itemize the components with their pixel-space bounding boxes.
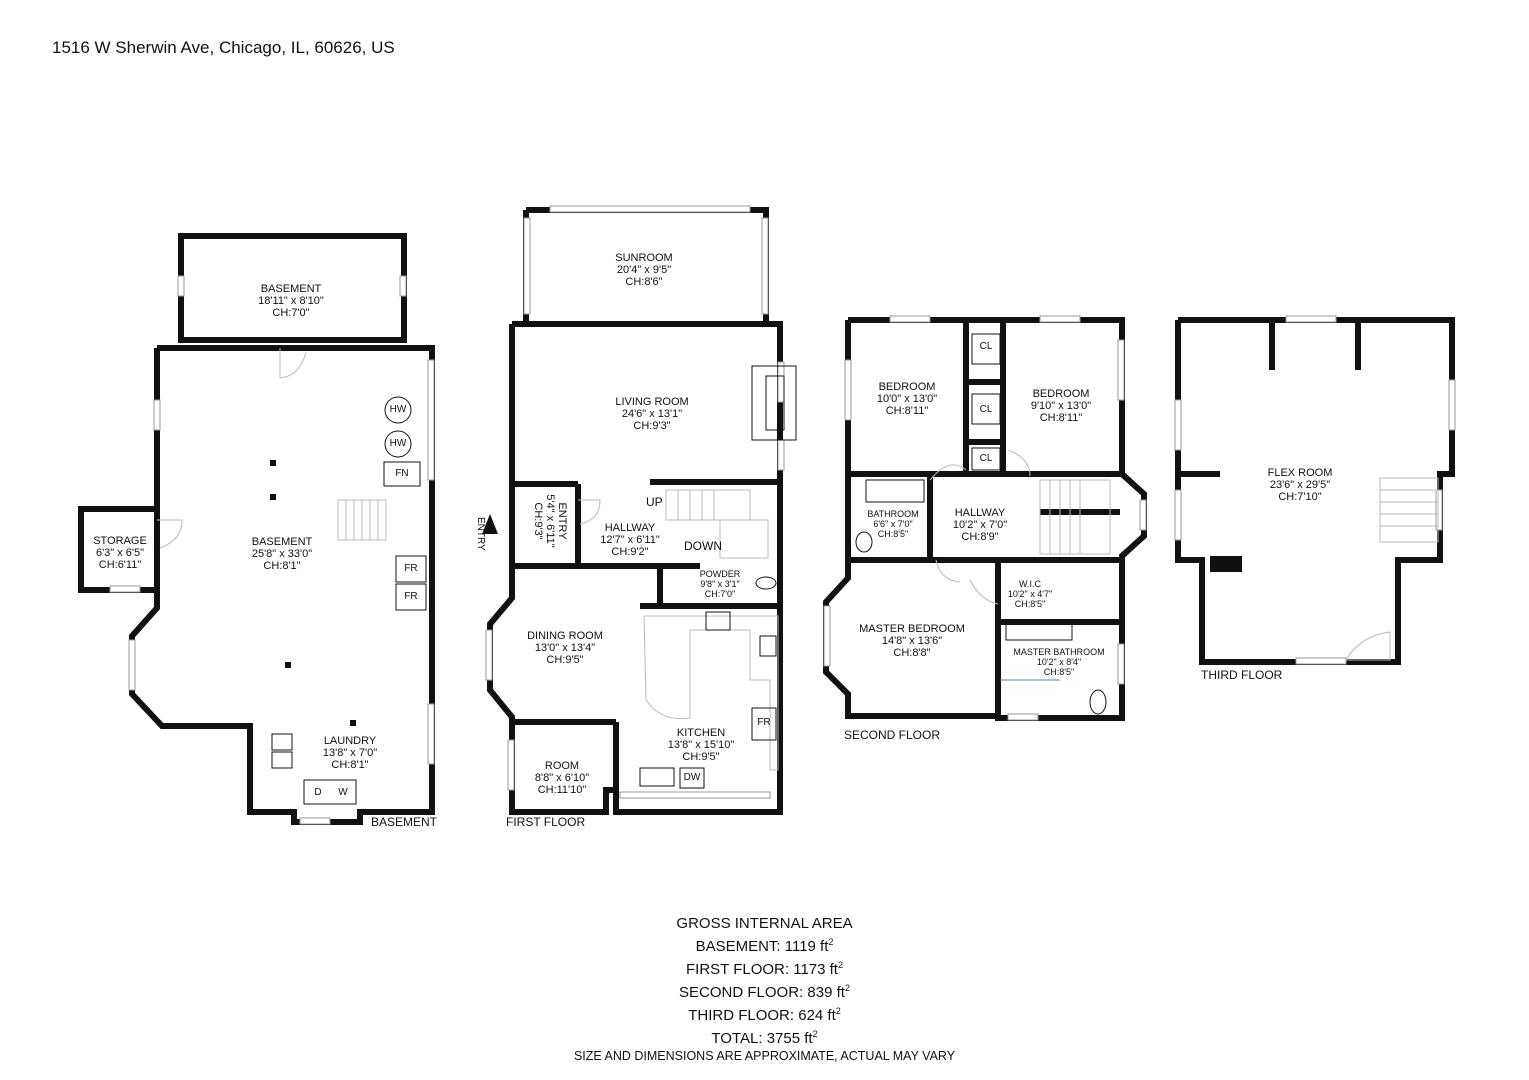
room-label-dining: DINING ROOM 13'0" x 13'4" CH:9'5" bbox=[527, 630, 603, 666]
room-label-master-bathroom: MASTER BATHROOM 10'2" x 8'4" CH:8'5" bbox=[1013, 647, 1105, 677]
area-heading: GROSS INTERNAL AREA bbox=[676, 915, 853, 932]
closet-2-label: CL bbox=[979, 404, 993, 415]
dryer-label: D bbox=[314, 787, 322, 798]
room-label-flex: FLEX ROOM 23'6" x 29'5" CH:7'10" bbox=[1267, 467, 1333, 503]
area-line-first-floor: FIRST FLOOR: 1173 ft2 bbox=[685, 960, 843, 978]
dishwasher-label: DW bbox=[683, 772, 701, 783]
furnace-label: FN bbox=[395, 468, 409, 479]
closet-1-label: CL bbox=[979, 341, 993, 352]
room-label-bedroom-1: BEDROOM 10'0" x 13'0" CH:8'11" bbox=[876, 381, 938, 417]
first-floor-walls bbox=[487, 321, 783, 815]
room-label-storage: STORAGE 6'3" x 6'5" CH:6'11" bbox=[93, 535, 147, 571]
fridge-1-label: FR bbox=[404, 563, 418, 574]
room-label-room: ROOM 8'8" x 6'10" CH:11'10" bbox=[534, 760, 590, 796]
room-label-powder: POWDER 9'8" x 3'1" CH:7'0" bbox=[699, 569, 741, 599]
area-line-third-floor: THIRD FLOOR: 624 ft2 bbox=[688, 1006, 841, 1024]
floor-label-first: FIRST FLOOR bbox=[506, 815, 586, 829]
gross-internal-area-summary: GROSS INTERNAL AREA BASEMENT: 1119 ft2 F… bbox=[0, 914, 1529, 1064]
room-label-bathroom: BATHROOM 6'6" x 7'0" CH:8'5" bbox=[867, 509, 919, 539]
room-label-master-bedroom: MASTER BEDROOM 14'8" x 13'6" CH:8'8" bbox=[859, 623, 965, 659]
area-line-second-floor: SECOND FLOOR: 839 ft2 bbox=[679, 983, 850, 1001]
floor-label-third: THIRD FLOOR bbox=[1201, 668, 1283, 682]
closet-3-label: CL bbox=[979, 453, 993, 464]
hw-circle-2 bbox=[384, 430, 412, 458]
fridge-2-label: FR bbox=[404, 591, 418, 602]
washer-label: W bbox=[338, 787, 348, 798]
room-label-hallway-first: HALLWAY 12'7" x 6'11" CH:9'2" bbox=[600, 522, 660, 558]
entry-arrow bbox=[482, 514, 498, 534]
room-label-sunroom: SUNROOM 20'4" x 9'5" CH:8'6" bbox=[615, 252, 673, 288]
room-label-kitchen: KITCHEN 13'8" x 15'10" CH:9'5" bbox=[667, 727, 735, 763]
room-label-living: LIVING ROOM 24'6" x 13'1" CH:9'3" bbox=[615, 396, 689, 432]
entry-marker-label: ENTRY bbox=[475, 517, 486, 551]
stairs-up-label: UP bbox=[646, 495, 663, 509]
area-disclaimer: SIZE AND DIMENSIONS ARE APPROXIMATE, ACT… bbox=[573, 1049, 956, 1063]
water-heater-1-label: HW bbox=[389, 404, 407, 415]
area-line-basement: BASEMENT: 1119 ft2 bbox=[695, 937, 834, 955]
area-line-total: TOTAL: 3755 ft2 bbox=[711, 1029, 818, 1047]
room-label-wic: W.I.C 10'2" x 4'7" CH:8'5" bbox=[1007, 579, 1053, 609]
room-label-entry: ENTRY 5'4" x 6'11" CH:9'3" bbox=[532, 494, 568, 548]
room-label-bedroom-2: BEDROOM 9'10" x 13'0" CH:8'11" bbox=[1030, 388, 1092, 424]
hw-circle-1 bbox=[384, 396, 412, 424]
property-address: 1516 W Sherwin Ave, Chicago, IL, 60626, … bbox=[52, 38, 395, 57]
floor-label-basement: BASEMENT bbox=[371, 815, 438, 829]
room-label-basement-main: BASEMENT 25'8" x 33'0" CH:8'1" bbox=[251, 536, 313, 572]
stairs-down-label: DOWN bbox=[684, 539, 722, 553]
water-heater-2-label: HW bbox=[389, 438, 407, 449]
basement-main-walls bbox=[129, 345, 435, 825]
room-label-hallway-second: HALLWAY 10'2" x 7'0" CH:8'9" bbox=[952, 507, 1008, 543]
room-label-laundry: LAUNDRY 13'8" x 7'0" CH:8'1" bbox=[322, 735, 378, 771]
kitchen-fridge-label: FR bbox=[757, 717, 771, 728]
room-label-basement-upper: BASEMENT 18'11" x 8'10" CH:7'0" bbox=[258, 283, 324, 319]
floor-label-second: SECOND FLOOR bbox=[844, 728, 941, 742]
